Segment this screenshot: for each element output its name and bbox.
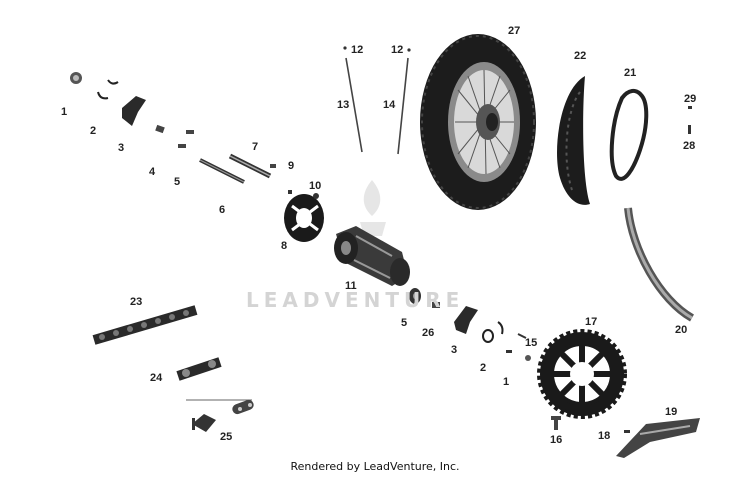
callout-3: 3	[118, 142, 125, 154]
callout-25: 25	[220, 431, 233, 443]
callout-20: 20	[675, 324, 688, 336]
callout-28: 28	[683, 140, 696, 152]
callout-26: 26	[422, 327, 435, 339]
callout-9: 9	[288, 160, 295, 172]
watermark-flame-logo	[360, 180, 386, 236]
callout-8: 8	[281, 240, 288, 252]
callout-11: 11	[345, 280, 357, 292]
callout-7: 7	[252, 141, 259, 153]
callout-29: 29	[684, 93, 697, 105]
callout-10: 10	[309, 180, 322, 192]
chain-master-link	[176, 357, 222, 381]
callout-16: 16	[550, 434, 563, 446]
callout-12-left: 12	[351, 44, 364, 56]
callout-3-right: 3	[451, 344, 458, 356]
callout-4: 4	[149, 166, 156, 178]
callout-12-right: 12	[391, 44, 404, 56]
rear-sprocket	[537, 329, 627, 419]
callout-22: 22	[574, 50, 587, 62]
callout-24: 24	[150, 372, 163, 384]
sprocket-bolt	[551, 416, 561, 430]
callout-14: 14	[383, 99, 396, 111]
callout-18: 18	[598, 430, 611, 442]
callout-2: 2	[90, 125, 97, 137]
render-credit: Rendered by LeadVenture, Inc.	[290, 460, 460, 473]
spoke-nipples	[343, 46, 411, 52]
left-axle-parts	[70, 72, 276, 184]
callout-1-right: 1	[503, 376, 510, 388]
chain-link-parts	[186, 399, 254, 432]
tire	[557, 76, 590, 205]
rim-band	[624, 207, 695, 322]
callout-19: 19	[665, 406, 678, 418]
rear-wheel-assembly	[420, 34, 536, 210]
callout-13: 13	[337, 99, 350, 111]
callout-5: 5	[174, 176, 181, 188]
callout-21: 21	[624, 67, 637, 79]
callout-23: 23	[130, 296, 143, 308]
rear-hub	[334, 226, 410, 286]
callout-6: 6	[219, 204, 226, 216]
drive-chain	[92, 305, 198, 345]
callout-17: 17	[585, 316, 598, 328]
callout-5-right: 5	[401, 317, 408, 329]
callout-15: 15	[525, 337, 538, 349]
right-axle-parts	[409, 288, 531, 361]
valve-parts	[688, 106, 692, 134]
callout-1: 1	[61, 106, 68, 118]
callout-2-right: 2	[480, 362, 487, 374]
brake-disc	[284, 190, 324, 242]
inner-tube	[609, 89, 649, 181]
watermark-text: LEADVENTURE	[246, 288, 465, 312]
chain-guard	[616, 418, 700, 458]
spokes	[345, 57, 409, 155]
callout-27: 27	[508, 25, 521, 37]
